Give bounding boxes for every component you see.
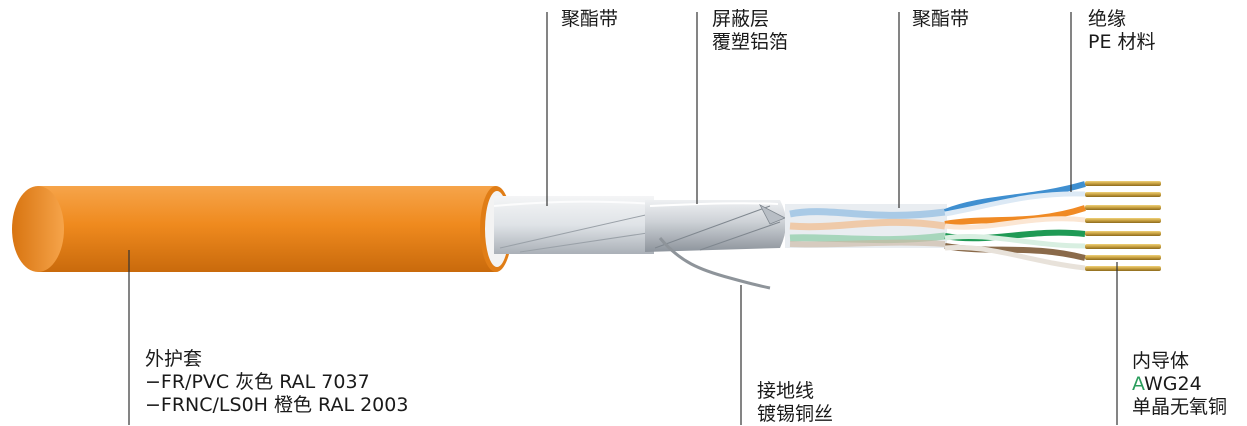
label-text: AWG24 [1132,373,1227,396]
label-text: PE 材料 [1088,31,1156,53]
twisted-pairs [943,181,1086,271]
label-drain-wire: 接地线 镀锡铜丝 [757,380,833,426]
label-shield: 屏蔽层 覆塑铝箔 [712,8,788,54]
label-text: 屏蔽层 [712,8,770,30]
label-text: 单晶无氧铜 [1132,396,1228,418]
pair-blue [943,181,1086,215]
copper-conductors [1085,181,1161,271]
label-outer-jacket: 外护套 −FR/PVC 灰色 RAL 7037 −FRNC/LS0H 橙色 RA… [145,348,408,417]
label-conductor: 内导体 AWG24 单晶无氧铜 [1132,350,1227,419]
label-text: −FRNC/LS0H 橙色 RAL 2003 [145,394,409,416]
pair-orange [944,205,1086,227]
label-text: WG24 [1143,373,1202,395]
label-text: 内导体 [1132,350,1190,372]
polyester-tape-layer [493,196,655,254]
label-accent: A [1132,373,1144,395]
jacket-end-cap [12,186,64,272]
leader-lines [128,12,1118,425]
drain-wire [658,237,771,290]
label-polyester-tape-1: 聚酯带 [561,8,618,31]
label-text: 镀锡铜丝 [757,403,834,425]
label-text: 绝缘 [1088,8,1127,30]
label-insulation: 绝缘 PE 材料 [1088,8,1156,54]
foil-shield-layer [645,200,786,252]
label-text: 聚酯带 [561,8,619,30]
label-text: −FR/PVC 灰色 RAL 7037 [145,371,370,393]
label-text: 覆塑铝箔 [712,31,789,53]
label-text: 接地线 [757,380,815,402]
label-text: 聚酯带 [912,8,970,30]
label-text: 外护套 [145,348,203,370]
label-polyester-tape-2: 聚酯带 [912,8,969,31]
inner-tape-layer [785,204,947,248]
outer-jacket [12,186,512,272]
